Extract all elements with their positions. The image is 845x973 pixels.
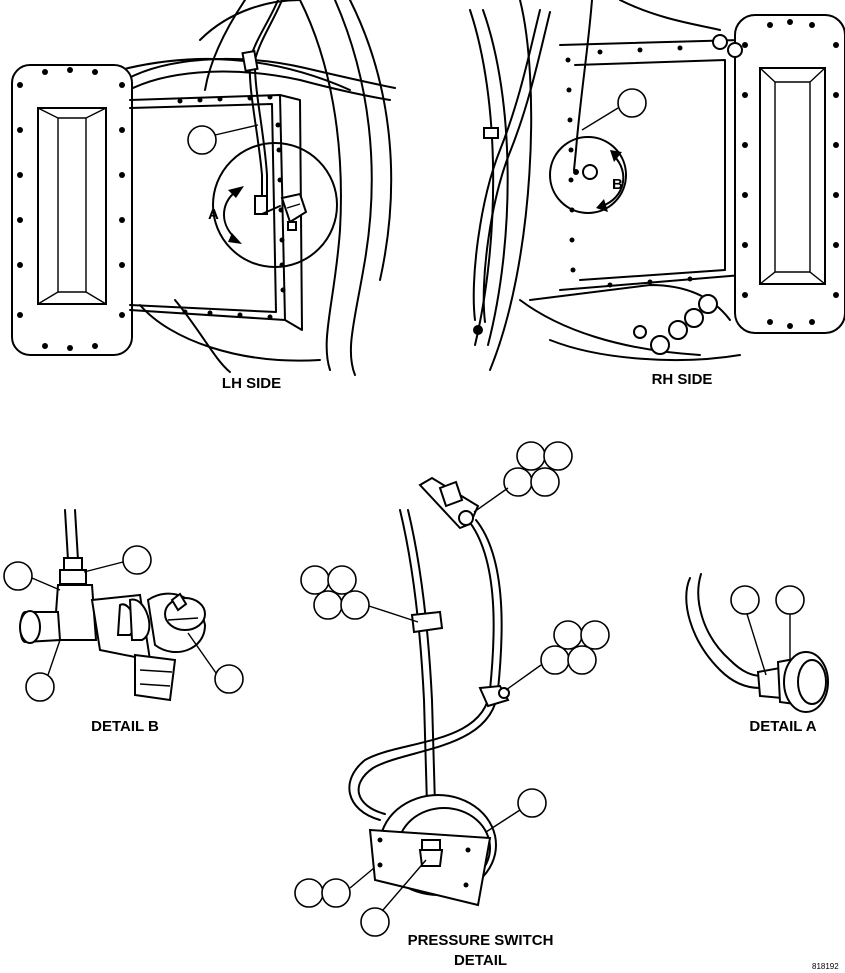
detail-b-view — [3, 509, 244, 702]
view-a-callout: A — [208, 206, 219, 223]
lh-side-view — [11, 0, 396, 376]
detail-b-callout-4 — [214, 664, 244, 694]
figure-id: 818192 — [812, 962, 839, 971]
detail-a-label: DETAIL A — [749, 718, 817, 735]
pressure-switch-label-line1: PRESSURE SWITCH — [407, 932, 554, 949]
rh-side-label: RH SIDE — [651, 371, 713, 388]
pressure-switch-view — [294, 441, 610, 937]
lh-callout-bubble — [187, 125, 217, 155]
rh-callout-bubble — [617, 88, 647, 118]
lh-side-label: LH SIDE — [221, 375, 282, 392]
view-b-callout: B — [612, 176, 623, 193]
detail-a-view — [685, 573, 829, 713]
pressure-switch-label-line2: DETAIL — [453, 952, 508, 969]
detail-b-callout-2 — [122, 545, 152, 575]
detail-b-callout-1 — [3, 561, 33, 591]
rh-side-view — [469, 0, 845, 371]
detail-b-circle — [549, 136, 627, 214]
detail-b-callout-3 — [25, 672, 55, 702]
detail-b-label: DETAIL B — [91, 718, 159, 735]
detail-a-circle — [212, 142, 338, 268]
